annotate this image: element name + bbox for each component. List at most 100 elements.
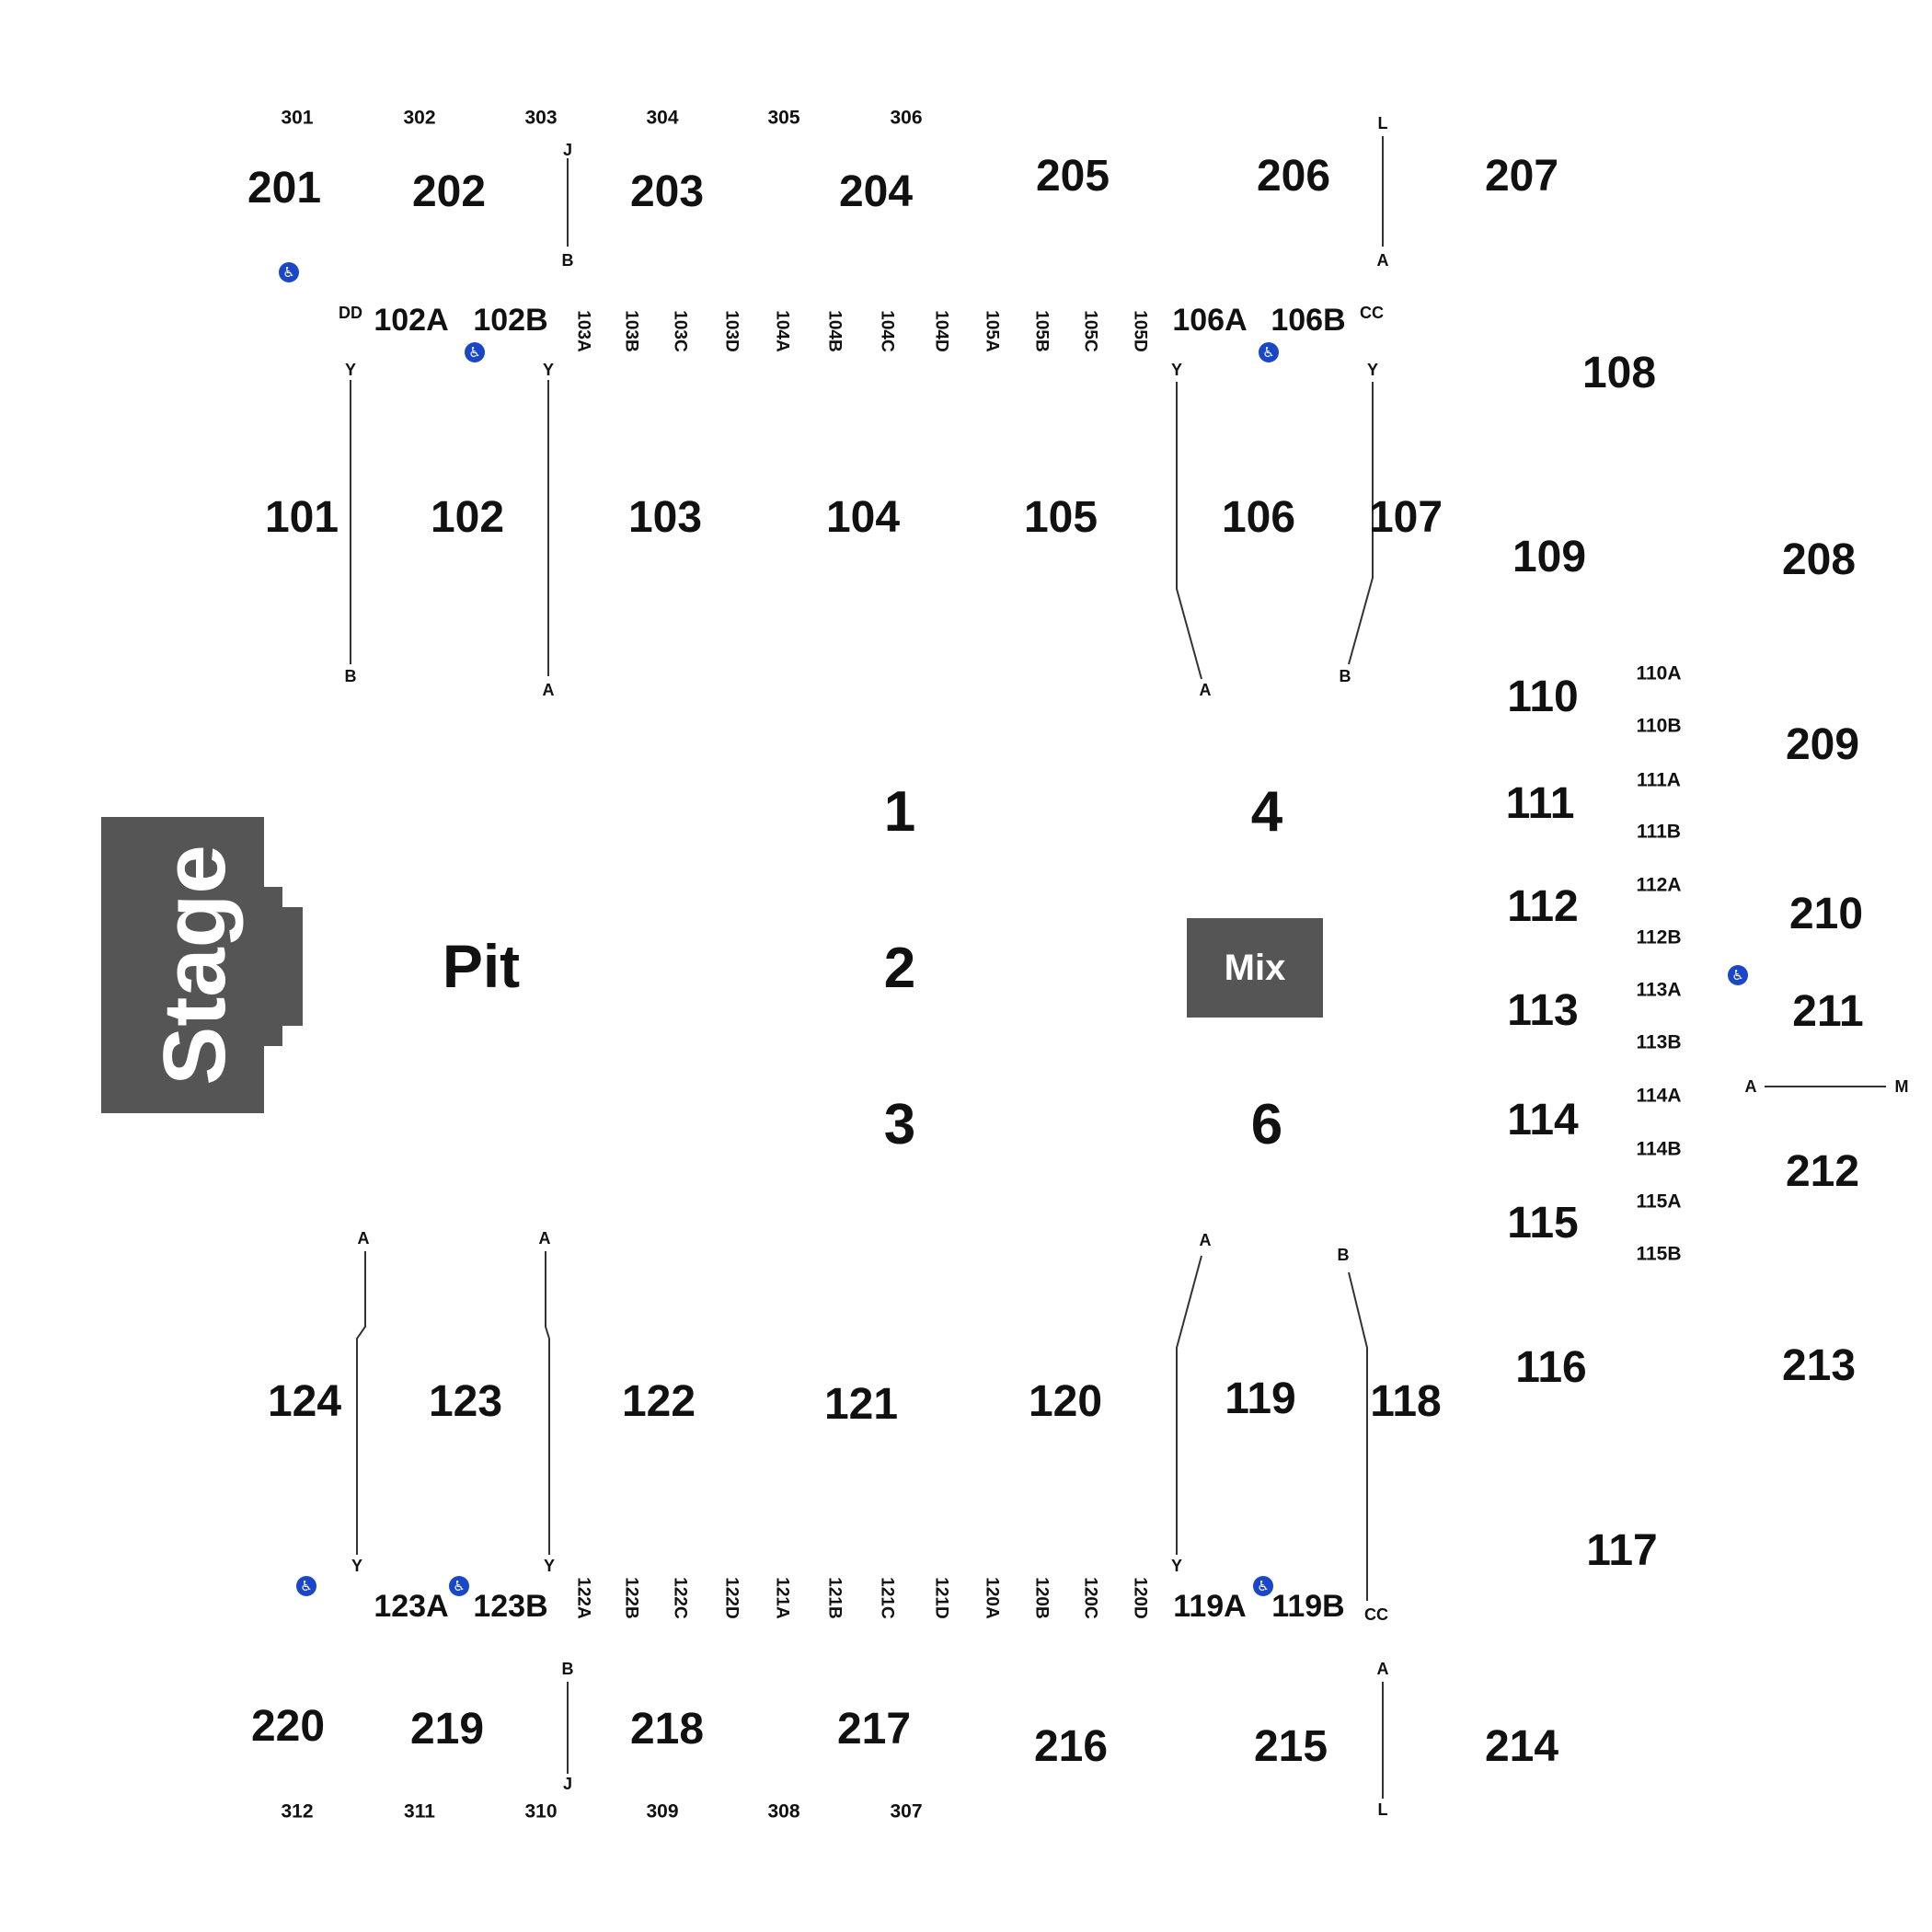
section-104[interactable]: 104 [825,493,901,542]
section-102A[interactable]: 102A [374,303,449,338]
section-110A[interactable]: 110A [1636,662,1682,684]
section-105B[interactable]: 105B [1031,310,1052,352]
section-105A[interactable]: 105A [982,310,1002,352]
section-113A[interactable]: 113A [1636,979,1682,1001]
section-105D[interactable]: 105D [1130,310,1150,352]
section-114A[interactable]: 114A [1636,1085,1682,1107]
section-214[interactable]: 214 [1484,1722,1559,1771]
section-112B[interactable]: 112B [1636,926,1682,949]
section-122C[interactable]: 122C [670,1577,690,1619]
section-122A[interactable]: 122A [573,1577,593,1619]
section-115A[interactable]: 115A [1636,1190,1682,1213]
pit-section[interactable]: Pit [442,932,521,1000]
section-112A[interactable]: 112A [1636,874,1682,896]
section-310[interactable]: 310 [524,1800,558,1823]
section-309[interactable]: 309 [646,1800,679,1823]
section-112[interactable]: 112 [1507,882,1579,931]
section-104D[interactable]: 104D [931,310,951,352]
section-110[interactable]: 110 [1507,673,1579,721]
section-103B[interactable]: 103B [621,310,641,352]
section-121B[interactable]: 121B [824,1577,845,1619]
section-106B[interactable]: 106B [1271,303,1346,338]
section-103[interactable]: 103 [627,493,703,542]
section-122B[interactable]: 122B [621,1577,641,1619]
section-215[interactable]: 215 [1253,1722,1328,1771]
section-115B[interactable]: 115B [1636,1243,1682,1265]
section-308[interactable]: 308 [767,1800,800,1823]
section-302[interactable]: 302 [403,107,436,129]
section-109[interactable]: 109 [1512,533,1587,581]
section-111B[interactable]: 111B [1637,821,1681,843]
section-114B[interactable]: 114B [1636,1138,1682,1160]
section-311[interactable]: 311 [404,1800,435,1823]
floor-zone-3[interactable]: 3 [883,1093,916,1156]
section-106[interactable]: 106 [1221,493,1296,542]
section-103A[interactable]: 103A [573,310,593,352]
section-119B[interactable]: 119B [1271,1589,1345,1624]
section-117[interactable]: 117 [1586,1526,1658,1575]
section-307[interactable]: 307 [890,1800,923,1823]
section-210[interactable]: 210 [1788,890,1864,938]
section-202[interactable]: 202 [411,167,487,216]
section-301[interactable]: 301 [281,107,314,129]
section-204[interactable]: 204 [838,167,914,216]
section-216[interactable]: 216 [1033,1722,1109,1771]
section-211[interactable]: 211 [1792,987,1864,1036]
section-305[interactable]: 305 [767,107,800,129]
section-212[interactable]: 212 [1785,1147,1860,1196]
section-113B[interactable]: 113B [1636,1031,1682,1053]
section-124[interactable]: 124 [267,1377,342,1426]
section-123B[interactable]: 123B [473,1589,548,1624]
section-120D[interactable]: 120D [1130,1577,1150,1619]
section-123A[interactable]: 123A [374,1589,449,1624]
section-205[interactable]: 205 [1035,152,1110,201]
section-104B[interactable]: 104B [824,310,845,352]
section-217[interactable]: 217 [836,1705,912,1754]
section-108[interactable]: 108 [1581,349,1657,397]
section-111[interactable]: 111 [1505,779,1575,828]
floor-zone-6[interactable]: 6 [1250,1093,1283,1156]
section-304[interactable]: 304 [646,107,679,129]
section-220[interactable]: 220 [250,1702,326,1751]
section-121[interactable]: 121 [823,1380,899,1429]
section-103C[interactable]: 103C [670,310,690,352]
section-303[interactable]: 303 [524,107,558,129]
section-104A[interactable]: 104A [772,310,792,352]
section-306[interactable]: 306 [890,107,923,129]
floor-zone-4[interactable]: 4 [1250,780,1283,844]
section-203[interactable]: 203 [629,167,705,216]
section-208[interactable]: 208 [1781,535,1857,584]
section-219[interactable]: 219 [409,1705,485,1754]
section-115[interactable]: 115 [1507,1199,1579,1248]
section-121A[interactable]: 121A [772,1577,792,1619]
section-105C[interactable]: 105C [1080,310,1100,352]
section-118[interactable]: 118 [1370,1377,1442,1426]
section-218[interactable]: 218 [629,1705,705,1754]
section-103D[interactable]: 103D [721,310,742,352]
section-122[interactable]: 122 [621,1377,696,1426]
section-104C[interactable]: 104C [877,310,897,352]
section-213[interactable]: 213 [1781,1341,1857,1390]
section-120C[interactable]: 120C [1080,1577,1100,1619]
section-102[interactable]: 102 [430,493,505,542]
floor-zone-2[interactable]: 2 [883,937,916,1000]
section-116[interactable]: 116 [1515,1343,1587,1392]
section-123[interactable]: 123 [428,1377,503,1426]
section-120B[interactable]: 120B [1031,1577,1052,1619]
section-121C[interactable]: 121C [877,1577,897,1619]
section-106A[interactable]: 106A [1172,303,1248,338]
section-312[interactable]: 312 [281,1800,314,1823]
section-120[interactable]: 120 [1028,1377,1103,1426]
section-111A[interactable]: 111A [1637,769,1681,791]
section-107[interactable]: 107 [1368,493,1443,542]
section-113[interactable]: 113 [1507,986,1579,1035]
section-119[interactable]: 119 [1225,1374,1296,1423]
section-120A[interactable]: 120A [982,1577,1002,1619]
section-105[interactable]: 105 [1023,493,1098,542]
section-207[interactable]: 207 [1484,152,1559,201]
section-110B[interactable]: 110B [1636,715,1682,737]
section-209[interactable]: 209 [1785,720,1860,769]
floor-zone-1[interactable]: 1 [883,780,916,844]
section-206[interactable]: 206 [1256,152,1331,201]
section-122D[interactable]: 122D [721,1577,742,1619]
